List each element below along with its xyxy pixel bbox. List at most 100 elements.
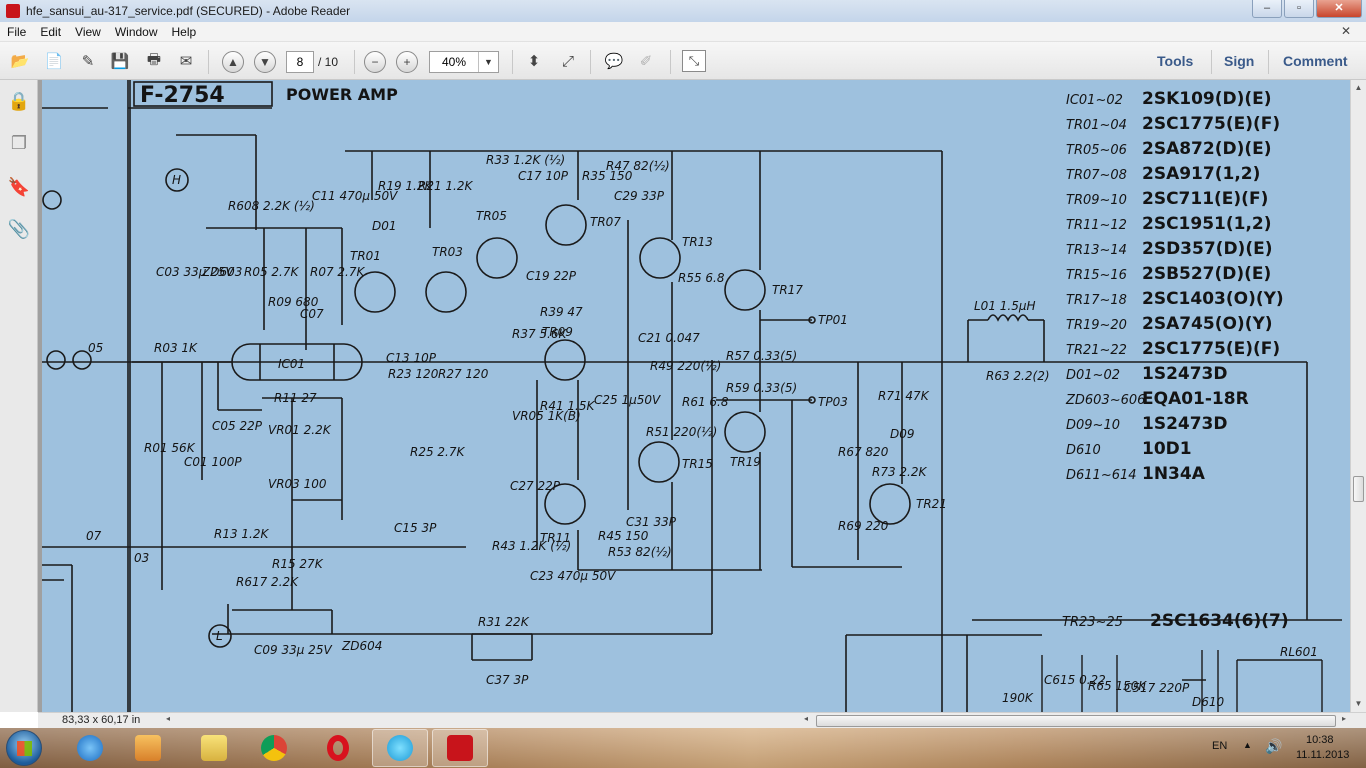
parts-row-part: 2SK109(D)(E) xyxy=(1142,89,1272,109)
pages-icon[interactable]: ❐ xyxy=(10,132,28,153)
parts-row-part: 2SA745(O)(Y) xyxy=(1142,314,1273,334)
label-r71: R71 47K xyxy=(878,389,930,403)
menu-view[interactable]: View xyxy=(75,24,101,39)
lock-icon[interactable]: 🔒 xyxy=(7,90,31,111)
menu-edit[interactable]: Edit xyxy=(40,24,62,39)
previous-page-button[interactable]: ▲ xyxy=(222,51,244,73)
comment-tab[interactable]: Comment xyxy=(1283,53,1348,69)
parts-row-ref: TR05~06 xyxy=(1066,143,1127,158)
label-c27: C27 22P xyxy=(510,479,561,493)
label-l01: L01 1.5µH xyxy=(974,299,1036,313)
label-c05: C05 22P xyxy=(212,419,263,433)
sign-tab[interactable]: Sign xyxy=(1224,53,1255,69)
label-r617: R617 2.2K xyxy=(236,575,299,589)
parts-row-part: 2SD357(D)(E) xyxy=(1142,239,1272,259)
label-r55: R55 6.8 xyxy=(678,271,725,285)
chevron-down-icon[interactable]: ▼ xyxy=(478,52,498,72)
label-r37: R37 5.6K xyxy=(512,327,568,341)
internet-explorer-icon[interactable] xyxy=(62,729,118,767)
parts-row-ref: D09~10 xyxy=(1066,418,1120,433)
zoom-select[interactable]: 40% ▼ xyxy=(429,51,499,73)
zoom-in-button[interactable]: + xyxy=(396,51,418,73)
label-r25: R25 2.7K xyxy=(410,445,466,459)
minimize-button[interactable]: – xyxy=(1252,0,1282,18)
page-size-menu-icon[interactable]: ◂ xyxy=(166,714,171,723)
fit-page-icon[interactable]: ⬍ xyxy=(527,53,541,70)
label-c21: C21 0.047 xyxy=(638,331,700,345)
clock-time[interactable]: 10:38 xyxy=(1306,734,1334,746)
label-d610: D610 xyxy=(1192,695,1225,709)
label-zd603: ZD603 xyxy=(201,265,242,279)
adobe-reader-taskbar-icon[interactable] xyxy=(432,729,488,767)
vertical-scroll-thumb[interactable] xyxy=(1353,476,1364,502)
attachment-icon[interactable]: 📎 xyxy=(7,218,31,239)
window-title: hfe_sansui_au-317_service.pdf (SECURED) … xyxy=(26,4,351,18)
label-r21: R21 1.2K xyxy=(418,179,474,193)
create-pdf-icon[interactable]: 📄 xyxy=(44,53,64,70)
document-viewport[interactable]: F-2754 POWER AMP IC01 TR01 TR03 TR05 TR0… xyxy=(38,80,1350,712)
parts-row-ref: TR15~16 xyxy=(1066,268,1127,283)
opera-icon[interactable] xyxy=(310,729,366,767)
scroll-right-icon[interactable]: ▸ xyxy=(1342,714,1347,723)
label-c09: C09 33µ 25V xyxy=(254,643,332,657)
close-button[interactable]: ✕ xyxy=(1316,0,1362,18)
chrome-icon[interactable] xyxy=(246,729,302,767)
label-d09: D09 xyxy=(890,427,915,441)
tray-expand-icon[interactable]: ▲ xyxy=(1243,740,1252,750)
bookmark-icon[interactable]: 🔖 xyxy=(7,176,31,197)
close-document-icon[interactable]: ✕ xyxy=(1340,24,1351,38)
label-r608: R608 2.2K (½) xyxy=(228,199,315,213)
label-pin03: 03 xyxy=(134,551,149,565)
page-number-input[interactable]: 8 xyxy=(286,51,314,73)
label-c37: C37 3P xyxy=(486,673,529,687)
header-title: POWER AMP xyxy=(286,85,398,104)
open-icon[interactable]: 📂 xyxy=(10,53,30,70)
toolbar-divider xyxy=(354,50,355,74)
label-r07: R07 2.7K xyxy=(310,265,366,279)
print-icon[interactable]: 🖶 xyxy=(146,50,162,68)
parts-row-part: EQA01-18R xyxy=(1142,389,1249,409)
language-indicator[interactable]: EN xyxy=(1212,740,1228,752)
highlight-icon[interactable]: ✐ xyxy=(639,53,653,70)
comment-icon[interactable]: 💬 xyxy=(604,53,624,70)
label-r41: R41 1.5K xyxy=(540,399,596,413)
label-tp03: TP03 xyxy=(818,395,848,409)
email-icon[interactable]: ✉ xyxy=(179,53,193,70)
scroll-left-icon[interactable]: ◂ xyxy=(804,714,809,723)
fit-width-icon[interactable]: ⤢ xyxy=(561,52,574,70)
parts-row-part: 1S2473D xyxy=(1142,414,1228,434)
label-tr11: TR11 xyxy=(540,531,571,545)
label-zd604: ZD604 xyxy=(341,639,382,653)
tools-tab[interactable]: Tools xyxy=(1157,53,1194,69)
vertical-scrollbar[interactable]: ▲ ▼ xyxy=(1350,80,1366,712)
parts-row-part: 2SB527(D)(E) xyxy=(1142,264,1271,284)
messenger-icon[interactable] xyxy=(372,729,428,767)
expand-icon[interactable]: ⤡ xyxy=(682,50,706,72)
parts-row-ref: IC01~02 xyxy=(1066,93,1123,108)
volume-icon[interactable]: 🔊 xyxy=(1265,738,1283,754)
label-c23: C23 470µ 50V xyxy=(530,569,616,583)
scroll-up-icon[interactable]: ▲ xyxy=(1354,83,1363,92)
media-player-icon[interactable] xyxy=(120,729,176,767)
zoom-out-button[interactable]: − xyxy=(364,51,386,73)
page-size-readout: 83,33 x 60,17 in xyxy=(62,714,141,726)
next-page-button[interactable]: ▼ xyxy=(254,51,276,73)
toolbar-divider xyxy=(1268,50,1269,74)
menu-file[interactable]: File xyxy=(7,24,27,39)
label-c615: C615 0.22 xyxy=(1044,673,1106,687)
menu-help[interactable]: Help xyxy=(171,24,197,39)
save-icon[interactable]: 💾 xyxy=(110,53,130,70)
toolbar: 📂 📄 ✎ 💾 🖶 ✉ ▲ ▼ 8 / 10 − + 40% ▼ ⬍ ⤢ 💬 ✐… xyxy=(0,42,1366,80)
file-explorer-icon[interactable] xyxy=(186,729,242,767)
parts-row-part: 2SC1775(E)(F) xyxy=(1142,339,1280,359)
start-button[interactable] xyxy=(6,730,42,766)
clock-date[interactable]: 11.11.2013 xyxy=(1296,749,1350,761)
label-r11: R11 27 xyxy=(274,391,317,405)
zoom-value: 40% xyxy=(442,55,467,69)
horizontal-scroll-thumb[interactable] xyxy=(816,715,1336,727)
parts-row-part: 2SA872(D)(E) xyxy=(1142,139,1272,159)
edit-icon[interactable]: ✎ xyxy=(81,53,95,70)
scroll-down-icon[interactable]: ▼ xyxy=(1354,699,1363,708)
maximize-button[interactable]: ▫ xyxy=(1284,0,1314,18)
menu-window[interactable]: Window xyxy=(114,24,158,39)
